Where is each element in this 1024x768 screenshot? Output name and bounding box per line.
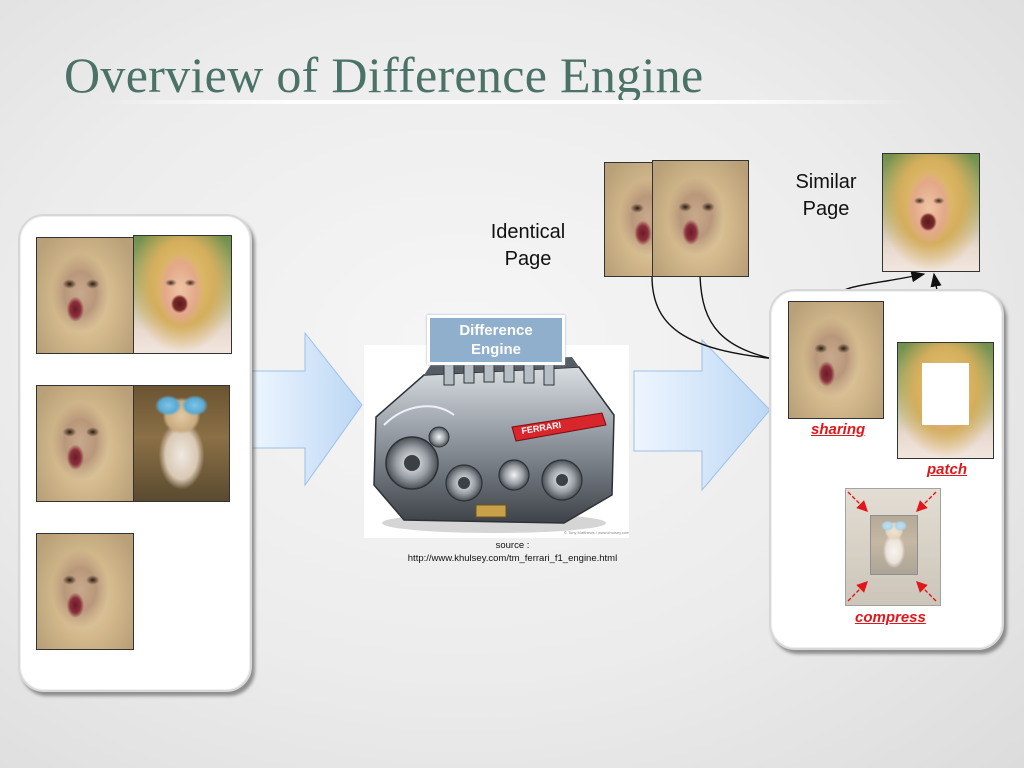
identical-page-image-2 [652,160,749,277]
patch-label: patch [927,461,968,478]
shared-monkey-page [788,301,884,419]
engine-to-output-arrow [633,338,771,492]
monkey-image-row3 [36,533,134,650]
identical-link-2 [699,275,790,366]
patch-region [922,363,969,425]
patched-woman-page [897,342,994,459]
slide-title: Overview of Difference Engine [64,47,704,103]
similar-page-image [882,153,980,272]
title-underline [96,100,916,104]
similar-page-label: Similar Page [795,171,857,220]
image-source-citation: source : http://www.khulsey.com/tm_ferra… [407,540,618,564]
compress-label: compress [855,609,926,626]
monkey-image-row2 [36,385,134,502]
teddy-bear-image [133,385,230,502]
woman-image-row1 [133,235,232,354]
difference-engine-label-text: Difference Engine [459,322,533,358]
sharing-label: sharing [811,421,866,438]
difference-engine-label: Difference Engine [427,315,565,365]
monkey-image-row1 [36,237,134,354]
compressed-teddy-image [870,515,918,575]
identical-link-1 [651,275,790,365]
input-to-engine-arrow [249,331,363,487]
svg-text:© Tony Matthews / www.khulsey.: © Tony Matthews / www.khulsey.com [564,530,629,535]
identical-page-label: Identical Page [490,221,566,270]
ferrari-engine-image: FERRARI © Tony Matthews / www.khulsey.co… [364,345,629,538]
